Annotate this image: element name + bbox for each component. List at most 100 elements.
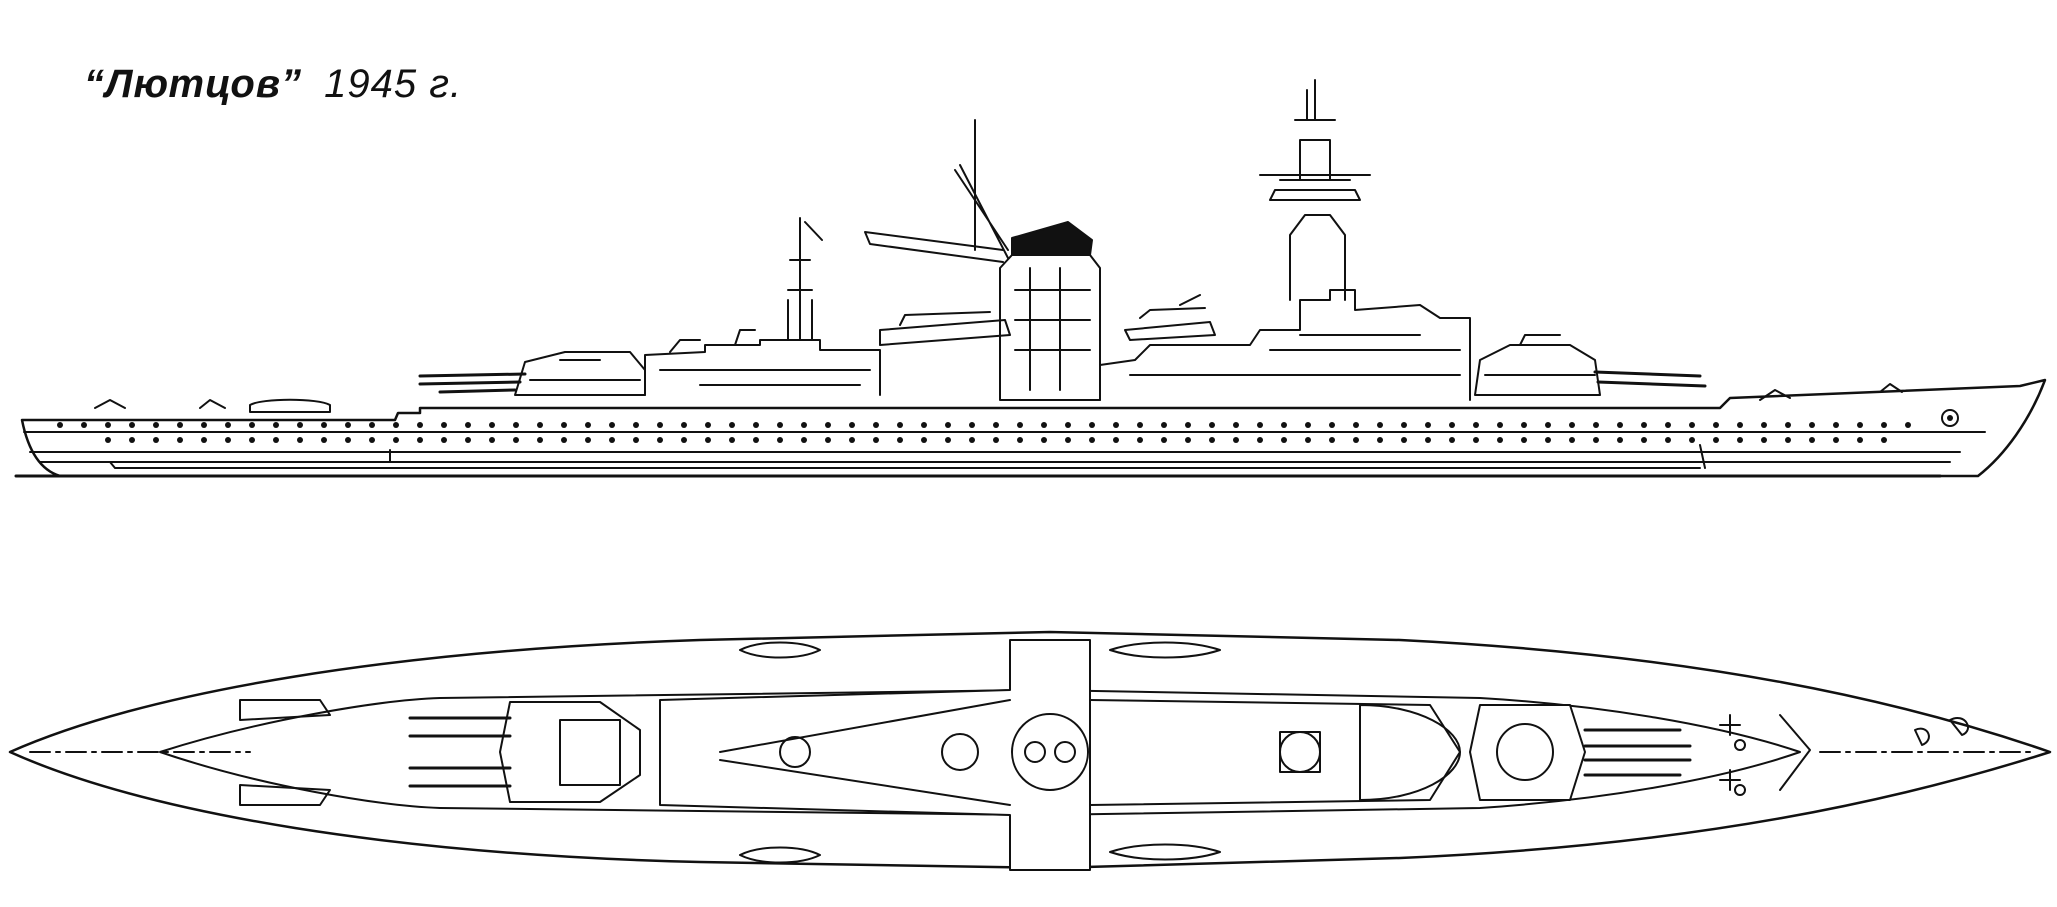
porthole — [369, 437, 375, 443]
fore-turret — [1474, 334, 1707, 396]
porthole — [1401, 422, 1407, 428]
porthole — [105, 437, 111, 443]
porthole — [1041, 437, 1047, 443]
deck-edge — [159, 689, 1801, 816]
porthole — [729, 422, 735, 428]
porthole — [585, 437, 591, 443]
porthole — [321, 422, 327, 428]
porthole — [1833, 422, 1839, 428]
porthole — [1305, 437, 1311, 443]
porthole — [1521, 437, 1527, 443]
porthole — [273, 437, 279, 443]
porthole — [1617, 437, 1623, 443]
porthole — [1137, 422, 1143, 428]
aft-turret-plan — [408, 701, 641, 803]
porthole — [1617, 422, 1623, 428]
porthole — [1521, 422, 1527, 428]
porthole — [801, 437, 807, 443]
porthole — [1017, 437, 1023, 443]
porthole — [1161, 422, 1167, 428]
porthole — [1233, 437, 1239, 443]
porthole — [657, 422, 663, 428]
foremast-tower — [1259, 79, 1371, 301]
porthole — [1113, 422, 1119, 428]
porthole — [1785, 437, 1791, 443]
porthole — [129, 422, 135, 428]
porthole — [1857, 437, 1863, 443]
porthole — [1329, 437, 1335, 443]
porthole — [825, 437, 831, 443]
porthole — [1857, 422, 1863, 428]
porthole — [1809, 437, 1815, 443]
porthole — [1665, 437, 1671, 443]
porthole — [1425, 437, 1431, 443]
porthole — [1305, 422, 1311, 428]
porthole — [1329, 422, 1335, 428]
forward-plan — [1089, 699, 1461, 806]
porthole — [1641, 437, 1647, 443]
porthole — [1425, 422, 1431, 428]
porthole — [657, 437, 663, 443]
porthole — [1593, 437, 1599, 443]
porthole — [777, 437, 783, 443]
porthole — [465, 422, 471, 428]
porthole — [1569, 422, 1575, 428]
torpedo-boat — [249, 398, 331, 413]
porthole — [849, 422, 855, 428]
aft-boats — [239, 699, 331, 806]
porthole — [537, 437, 543, 443]
porthole — [441, 437, 447, 443]
porthole — [1089, 422, 1095, 428]
porthole — [1041, 422, 1047, 428]
porthole — [201, 437, 207, 443]
porthole — [81, 422, 87, 428]
porthole — [297, 437, 303, 443]
aircraft-aft — [879, 311, 1011, 346]
porthole — [1809, 422, 1815, 428]
porthole — [1665, 422, 1671, 428]
porthole — [1281, 422, 1287, 428]
porthole — [969, 437, 975, 443]
porthole — [633, 422, 639, 428]
porthole — [1065, 437, 1071, 443]
porthole — [609, 437, 615, 443]
porthole — [897, 437, 903, 443]
porthole — [489, 422, 495, 428]
portholes — [57, 422, 1911, 443]
porthole — [777, 422, 783, 428]
aft-superstructure — [644, 339, 881, 396]
funnel — [999, 221, 1101, 401]
porthole — [153, 422, 159, 428]
porthole — [1713, 437, 1719, 443]
porthole — [921, 437, 927, 443]
porthole — [1713, 422, 1719, 428]
aircraft-fore — [1124, 294, 1216, 341]
porthole — [1353, 437, 1359, 443]
fore-turret-plan — [1469, 704, 1692, 801]
porthole — [585, 422, 591, 428]
porthole — [1881, 437, 1887, 443]
porthole — [345, 437, 351, 443]
porthole — [1737, 437, 1743, 443]
porthole — [225, 422, 231, 428]
hull-lines — [23, 431, 1986, 469]
porthole — [849, 437, 855, 443]
porthole — [297, 422, 303, 428]
hull-side — [20, 378, 2047, 478]
aa-guns — [94, 383, 1903, 409]
crane — [864, 119, 1009, 263]
porthole — [1449, 422, 1455, 428]
porthole — [1257, 422, 1263, 428]
porthole — [1905, 422, 1911, 428]
porthole — [993, 437, 999, 443]
porthole — [681, 422, 687, 428]
hull-plan — [8, 630, 2052, 870]
porthole — [249, 422, 255, 428]
porthole — [1281, 437, 1287, 443]
porthole — [1761, 437, 1767, 443]
porthole — [393, 422, 399, 428]
porthole — [1689, 437, 1695, 443]
drawing-year: 1945 г. — [324, 62, 463, 106]
porthole — [969, 422, 975, 428]
porthole — [465, 437, 471, 443]
